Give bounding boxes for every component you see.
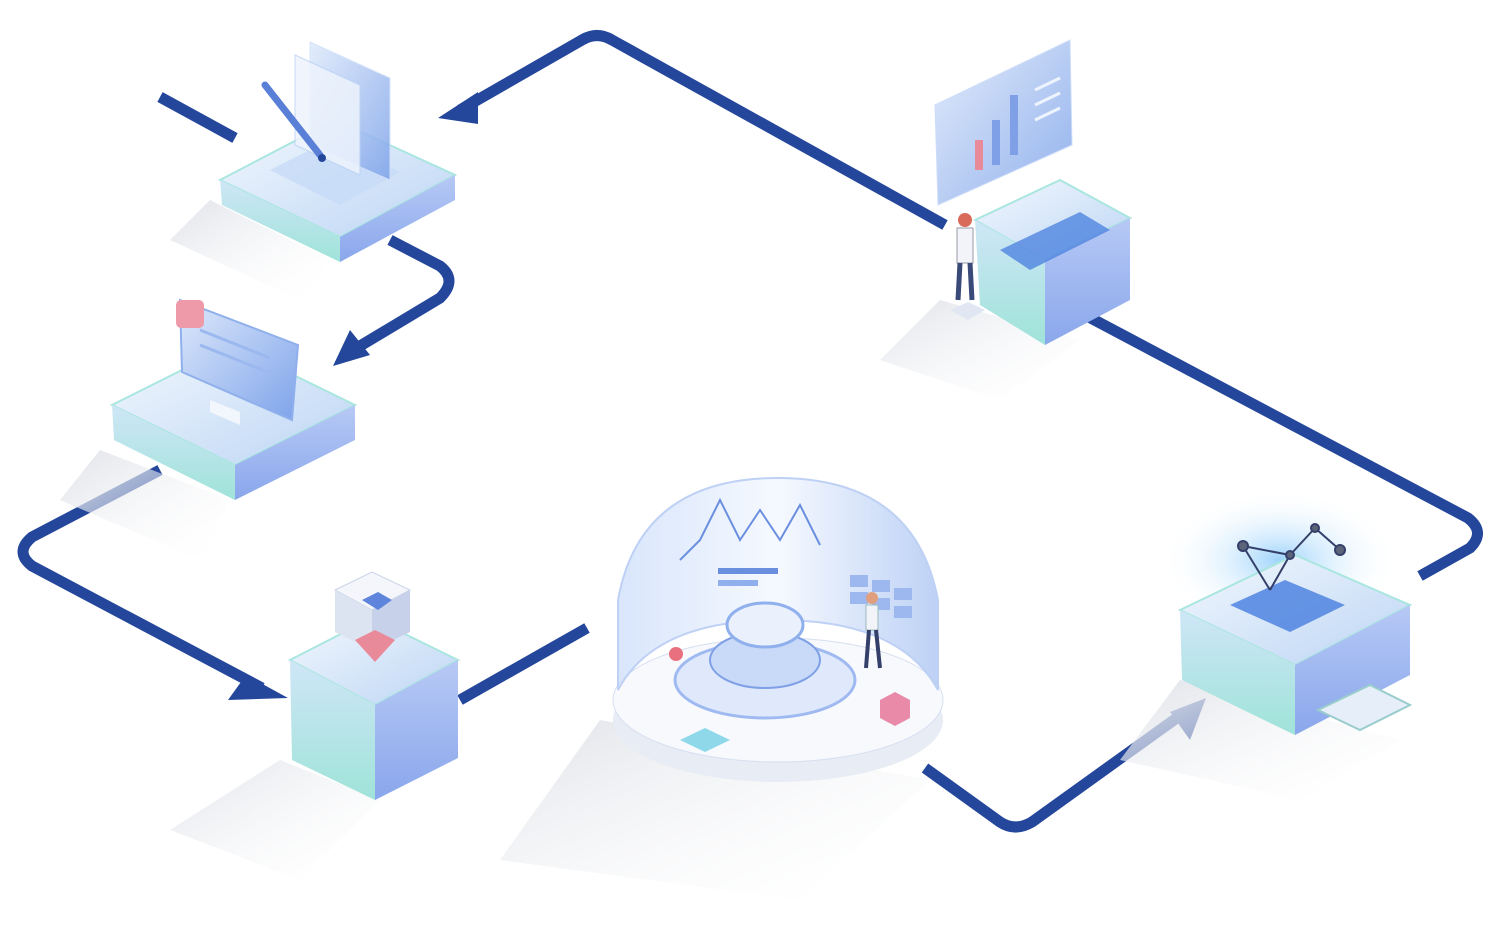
line-chart-icon	[679, 497, 821, 586]
person-icon	[864, 592, 882, 669]
shadows	[60, 200, 1400, 900]
flow-line-center-to-network	[921, 707, 1189, 833]
tablet-icon	[1315, 683, 1413, 732]
flow-line-network-to-analytics	[1082, 310, 1483, 581]
tray-icon	[680, 728, 730, 752]
arrowhead-icon	[228, 675, 288, 700]
flow-line-monitor-to-cube	[17, 465, 265, 693]
cubes-icon	[333, 571, 412, 662]
pen-icon	[261, 81, 326, 162]
monitor-icon	[178, 298, 300, 425]
arrowhead-icon	[333, 330, 370, 366]
notification-badge-icon	[176, 300, 204, 328]
arrowhead-icon	[438, 92, 478, 124]
analytics-station	[934, 39, 1133, 345]
flow-lines	[17, 30, 1483, 833]
flow-line-start	[157, 92, 238, 143]
network-graph-icon	[1237, 523, 1346, 591]
cube-station	[287, 571, 461, 800]
pin-icon	[669, 647, 683, 661]
monitor-station	[109, 298, 358, 500]
design-station	[217, 41, 458, 262]
box-icon	[880, 692, 910, 726]
bar-chart-icon	[934, 39, 1073, 206]
panel-grid-icon	[850, 575, 912, 618]
network-station	[1160, 490, 1413, 735]
person-icon	[950, 213, 985, 320]
flow-line-cube-to-center	[457, 623, 590, 705]
flow-line-analytics-to-design	[457, 30, 948, 230]
control-center	[612, 476, 944, 782]
flow-line-design-to-monitor	[347, 235, 455, 357]
